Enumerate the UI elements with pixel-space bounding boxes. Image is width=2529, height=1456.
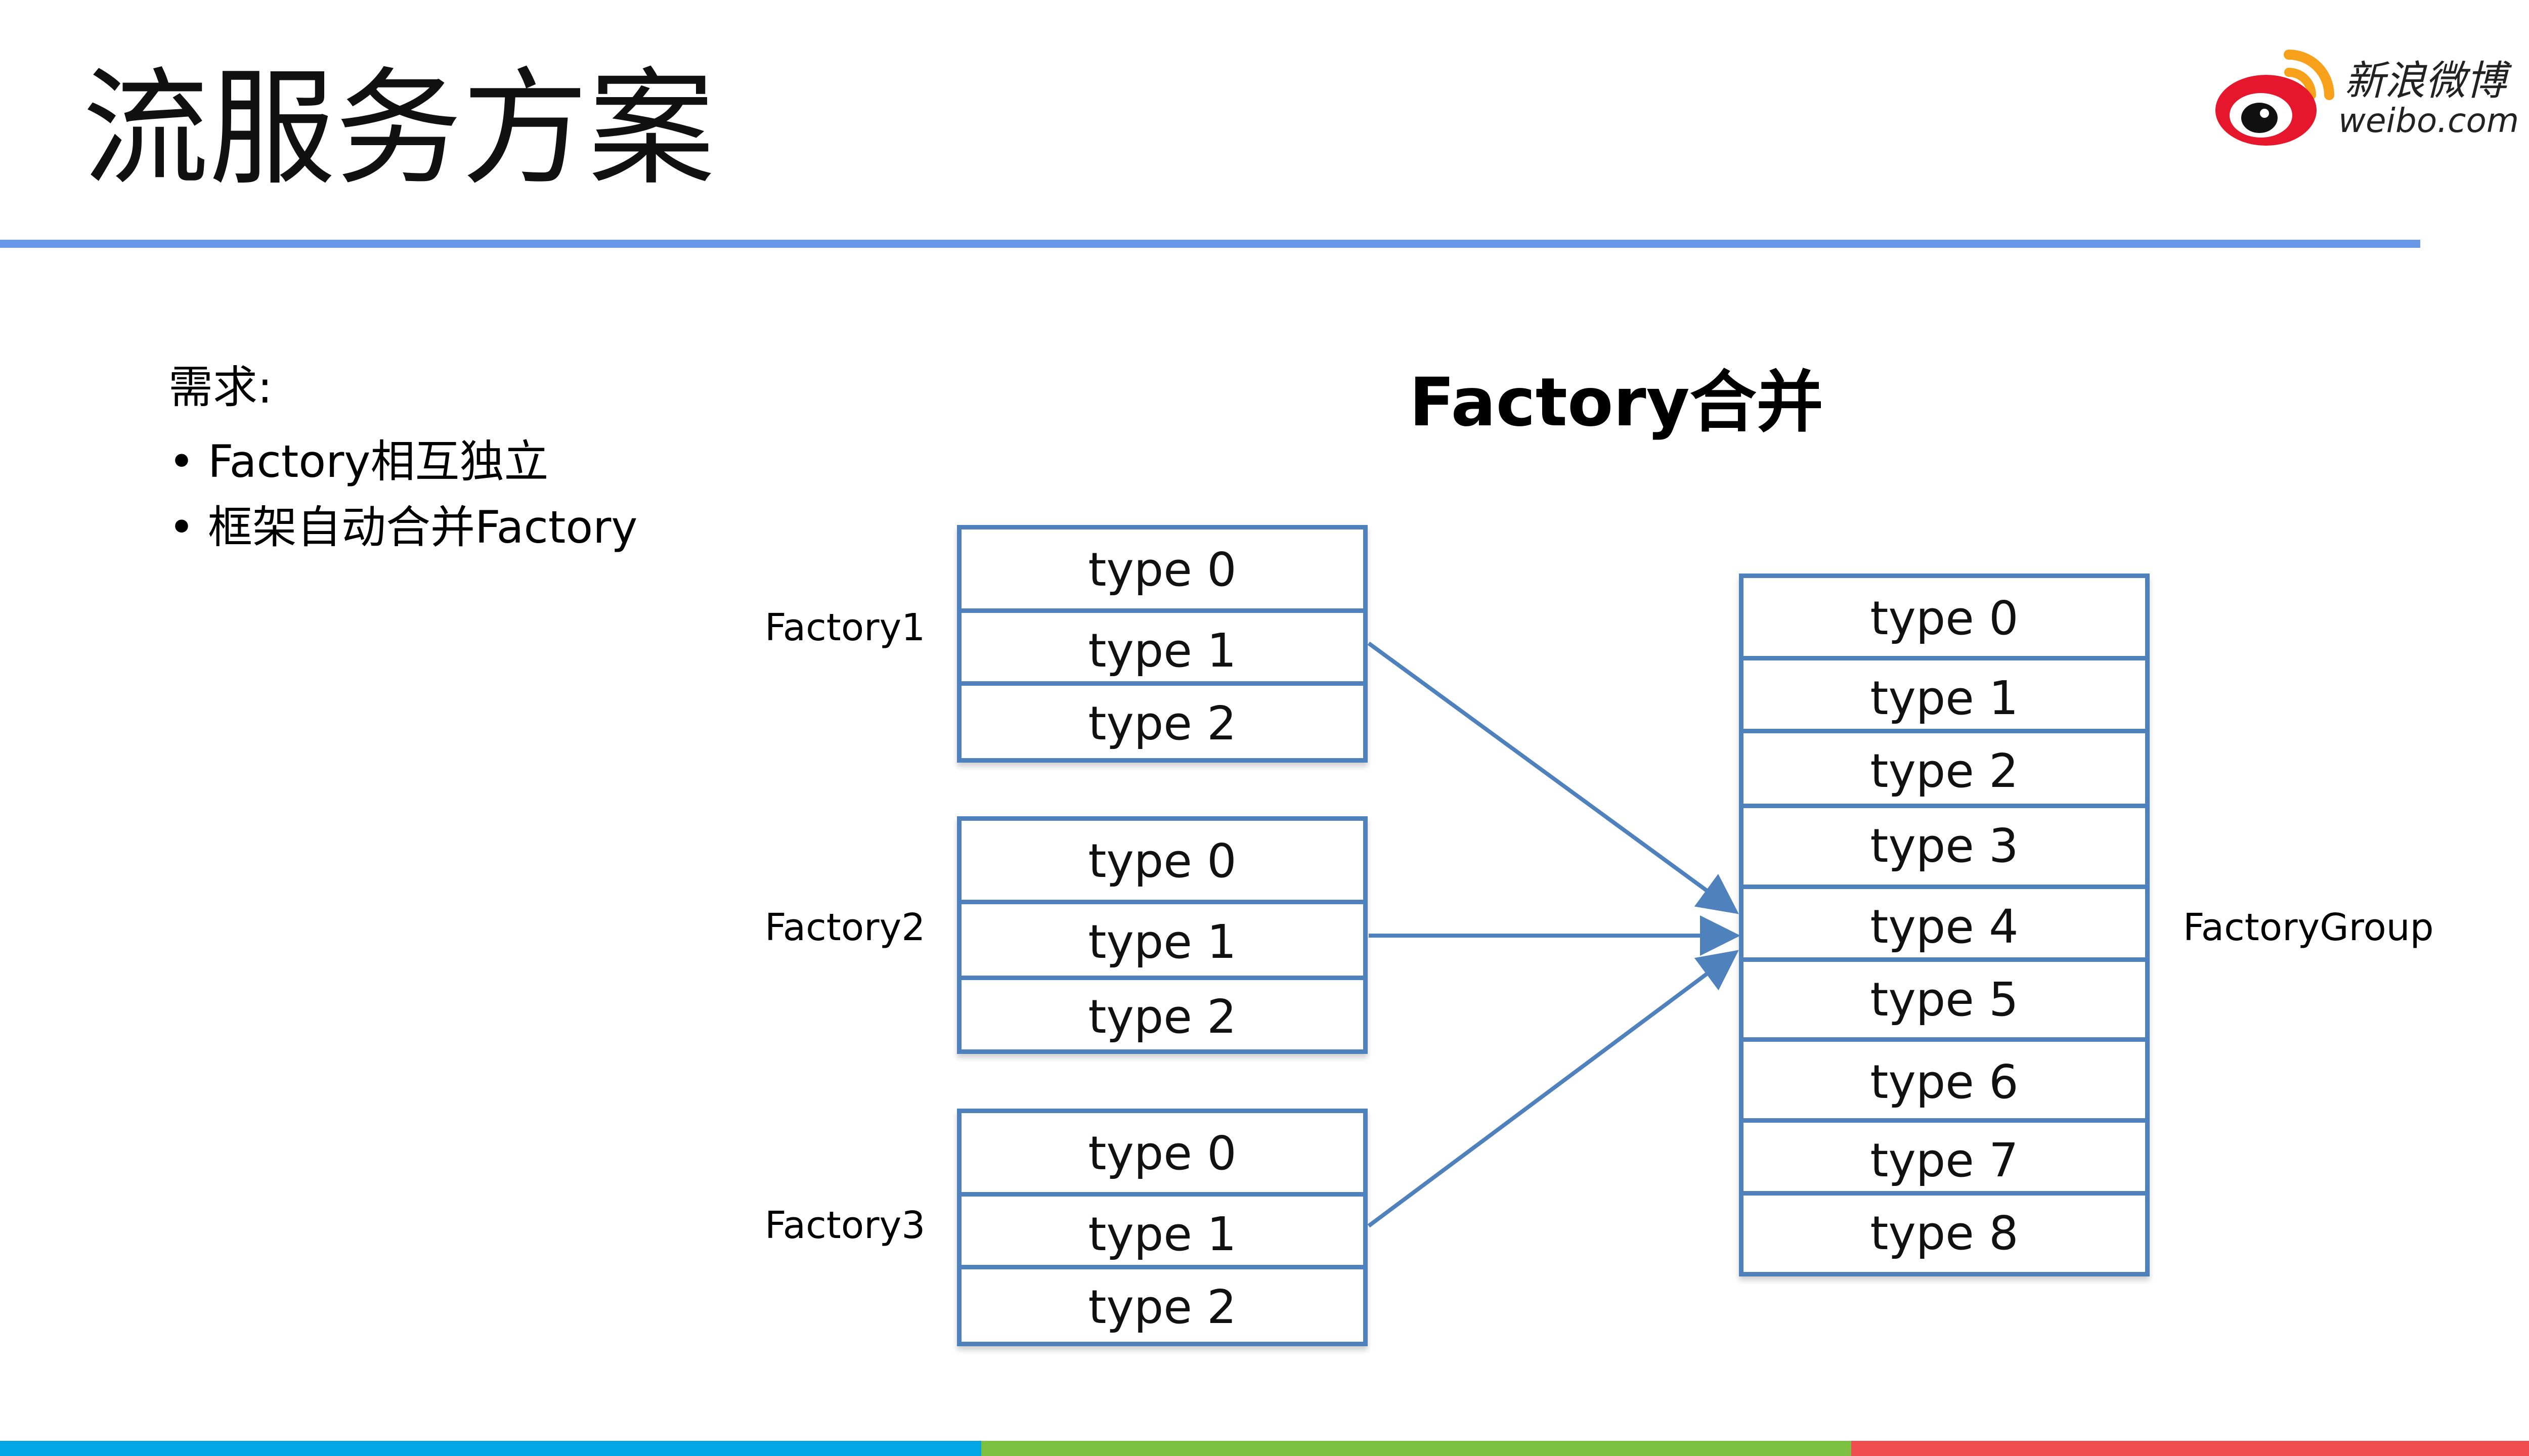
cell-divider	[962, 976, 1363, 980]
group-type-cell: type 7	[1870, 1133, 2019, 1187]
requirement-item: Factory相互独立	[168, 429, 637, 495]
factory3-label: Factory3	[765, 1204, 926, 1247]
factory1-label: Factory1	[765, 606, 926, 649]
factory2-box: type 0 type 1 type 2	[957, 816, 1368, 1054]
cell-divider	[962, 681, 1363, 686]
requirements-list: Factory相互独立 框架自动合并Factory	[168, 429, 637, 560]
weibo-eye-icon	[2215, 50, 2334, 146]
cell-divider	[962, 1192, 1363, 1197]
group-type-cell: type 0	[1870, 591, 2019, 645]
cell-divider	[1743, 1191, 2145, 1196]
cell-divider	[1743, 885, 2145, 889]
arrow-factory3-to-group	[1367, 950, 1739, 1228]
cell-divider	[1743, 1118, 2145, 1123]
footer-bar-blue	[0, 1441, 981, 1456]
requirement-item: 框架自动合并Factory	[168, 495, 637, 560]
title-underline	[0, 240, 2420, 248]
weibo-logo: 新浪微博 weibo.com	[2213, 45, 2529, 156]
group-type-cell: type 6	[1870, 1055, 2019, 1109]
factory2-type-cell: type 1	[1088, 915, 1237, 969]
cell-divider	[1743, 804, 2145, 808]
factory1-type-cell: type 0	[1088, 543, 1237, 597]
arrow-factory1-to-group	[1367, 641, 1739, 914]
cell-divider	[1743, 957, 2145, 962]
factory3-type-cell: type 1	[1088, 1207, 1237, 1261]
cell-divider	[1743, 1037, 2145, 1042]
group-type-cell: type 3	[1870, 819, 2019, 873]
group-type-cell: type 1	[1870, 671, 2019, 725]
factory2-type-cell: type 2	[1088, 990, 1237, 1044]
factory2-type-cell: type 0	[1088, 834, 1237, 888]
diagram-title: Factory合并	[1409, 364, 1823, 442]
factory1-type-cell: type 1	[1088, 624, 1237, 678]
factory3-type-cell: type 2	[1088, 1280, 1237, 1334]
logo-english-text: weibo.com	[2338, 101, 2519, 140]
factory-group-box: type 0 type 1 type 2 type 3 type 4 type …	[1739, 573, 2150, 1276]
cell-divider	[962, 900, 1363, 904]
factory2-label: Factory2	[765, 906, 926, 949]
factory3-type-cell: type 0	[1088, 1126, 1237, 1180]
factory3-box: type 0 type 1 type 2	[957, 1109, 1368, 1346]
footer-bar-red	[1851, 1441, 2529, 1456]
group-type-cell: type 2	[1870, 744, 2019, 798]
cell-divider	[1743, 656, 2145, 660]
group-type-cell: type 4	[1870, 900, 2019, 954]
factory-group-label: FactoryGroup	[2183, 906, 2434, 949]
requirements-heading: 需求:	[168, 361, 273, 413]
page-title: 流服务方案	[82, 55, 715, 202]
cell-divider	[962, 1265, 1363, 1269]
footer-bar-green	[981, 1441, 1851, 1456]
logo-chinese-text: 新浪微博	[2344, 57, 2506, 104]
group-type-cell: type 8	[1870, 1206, 2019, 1260]
factory1-type-cell: type 2	[1088, 696, 1237, 751]
cell-divider	[962, 608, 1363, 613]
factory1-box: type 0 type 1 type 2	[957, 525, 1368, 763]
cell-divider	[1743, 729, 2145, 733]
group-type-cell: type 5	[1870, 973, 2019, 1027]
